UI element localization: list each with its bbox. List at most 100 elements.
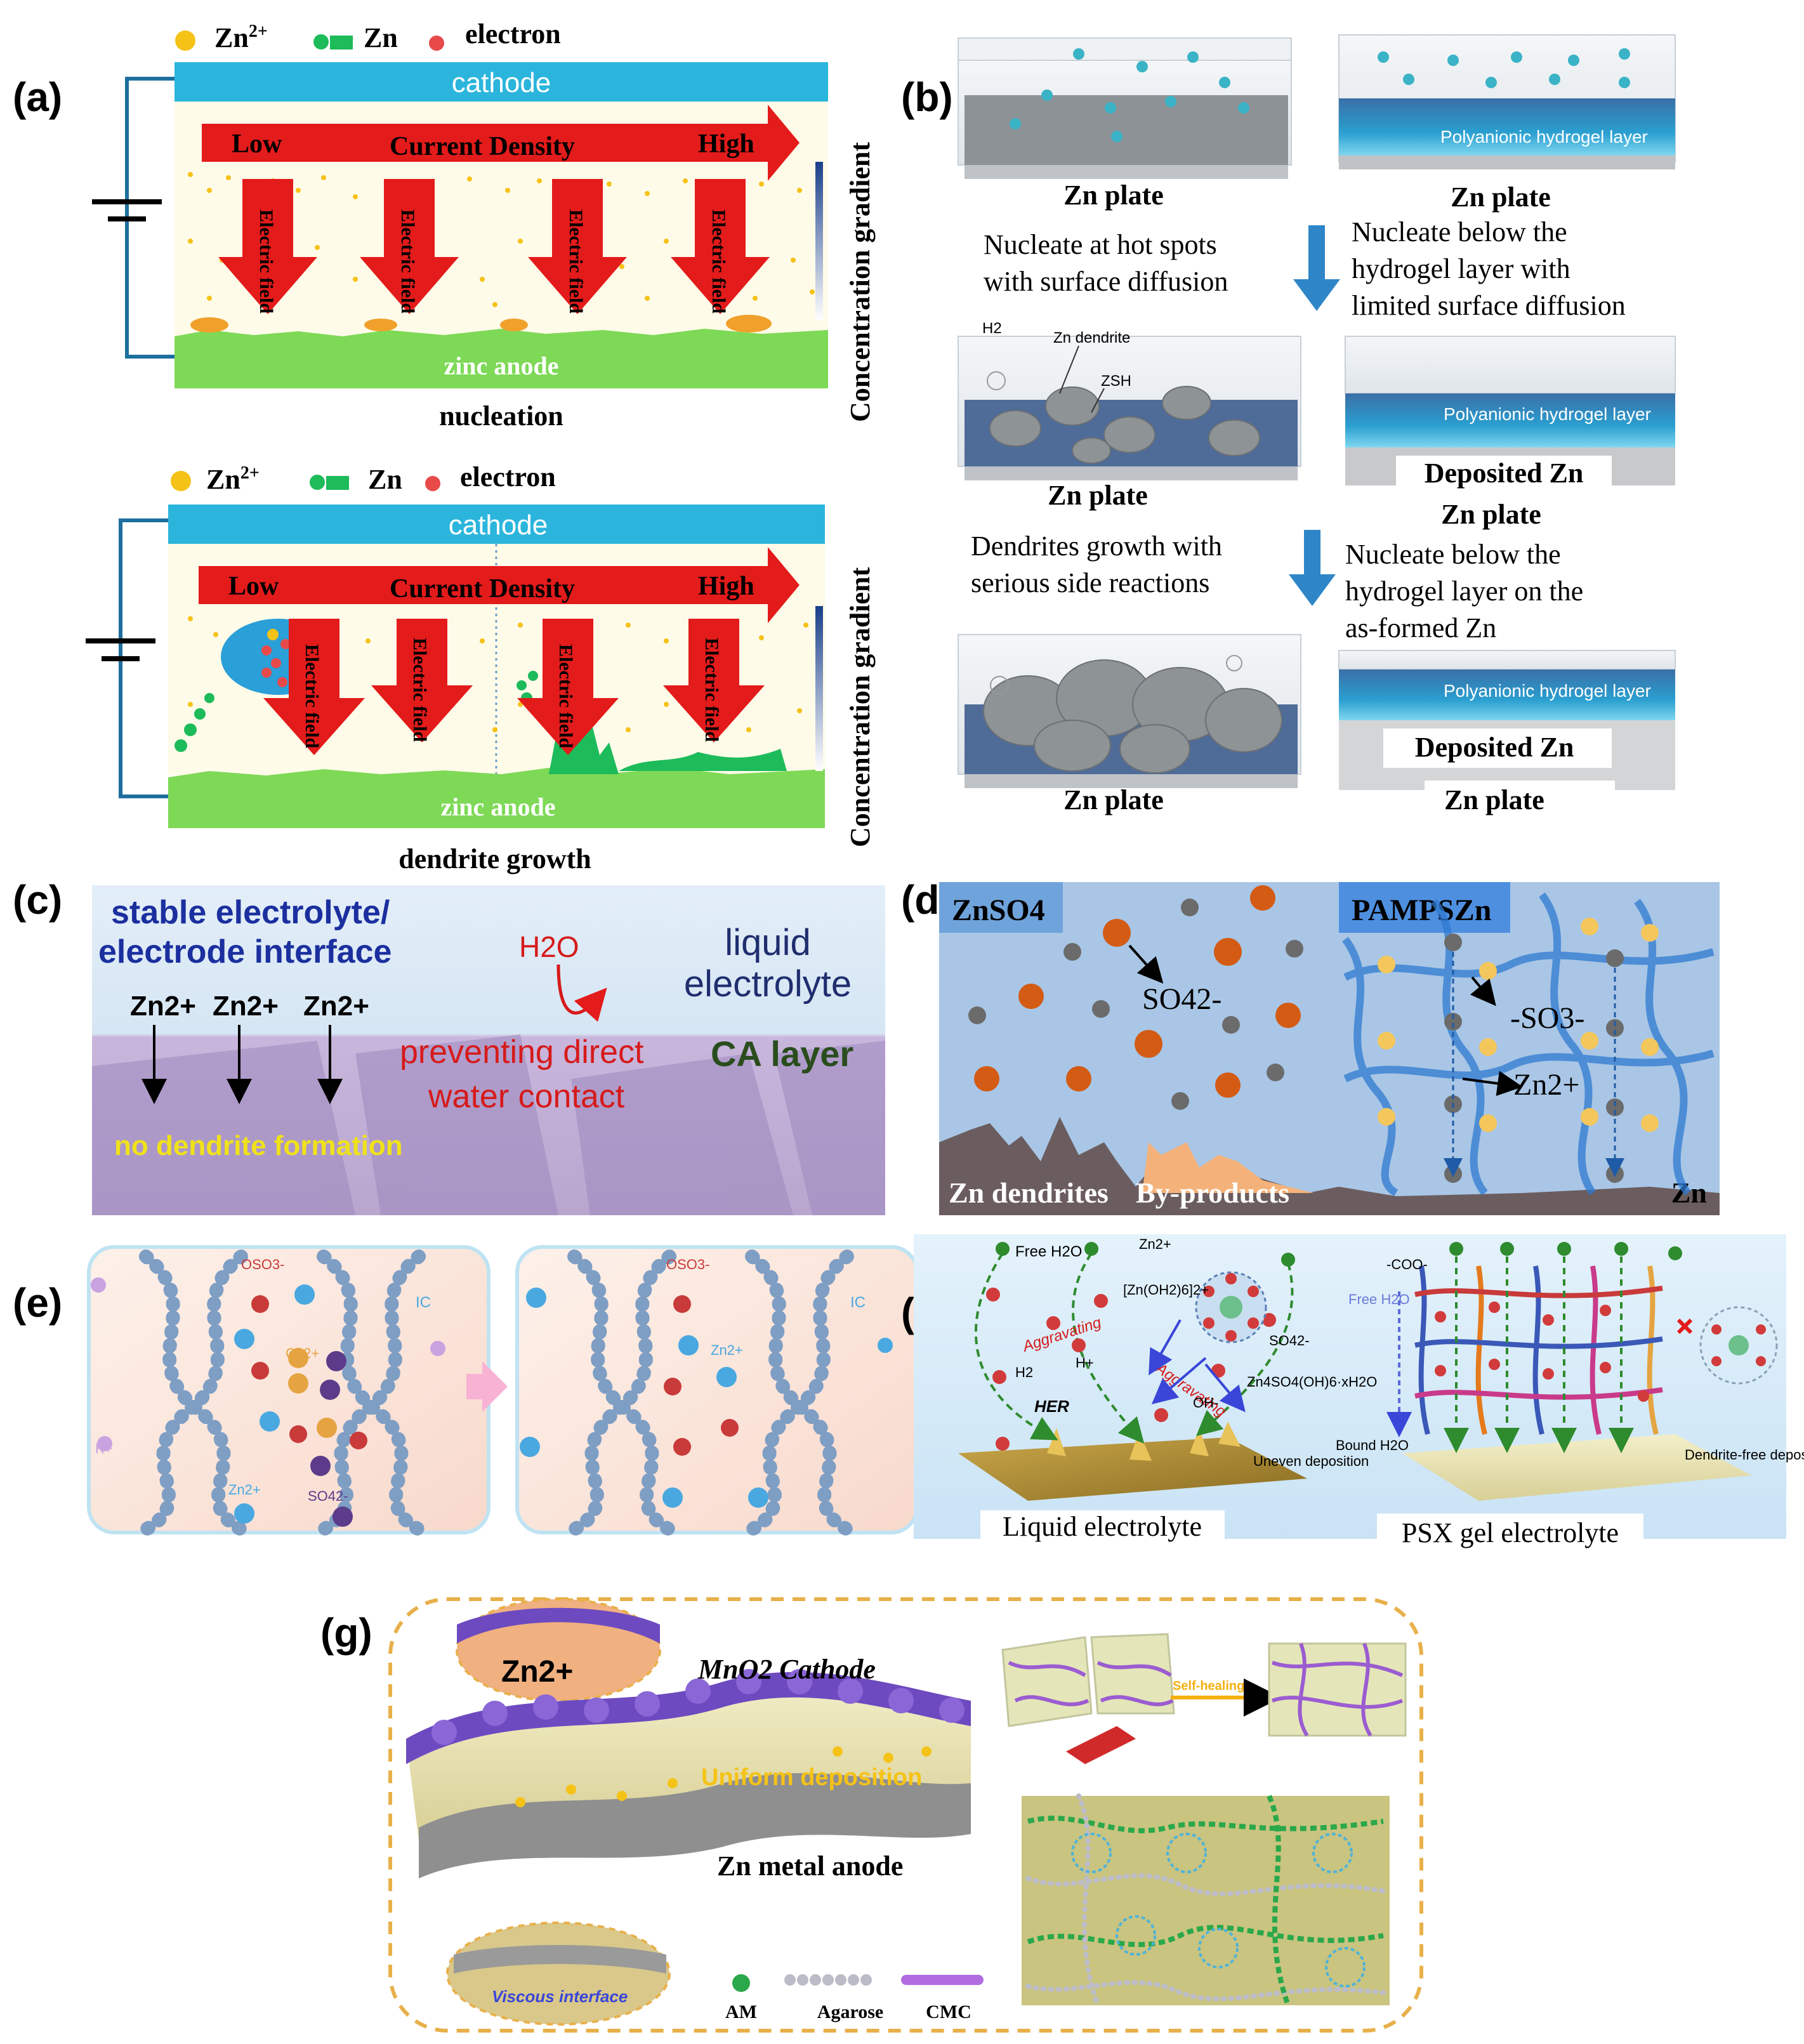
- panel-a-label: (a): [13, 74, 62, 120]
- f-gel-network: [1414, 1265, 1663, 1435]
- g-zoom-bottom: [446, 1922, 671, 2026]
- c-liquid-2: electrolyte: [684, 963, 852, 1005]
- f-zn2: Zn2+: [1139, 1236, 1171, 1252]
- b-deposited-2: Deposited Zn: [1415, 732, 1574, 763]
- concentration-gradient-bar: [815, 162, 823, 320]
- zinc-anode-2: [168, 767, 825, 828]
- f-h-plus: H+: [1076, 1355, 1094, 1371]
- e-ions-left: [91, 1277, 445, 1527]
- f-coo: -COO-: [1386, 1256, 1428, 1272]
- panel-a: (a) Zn2+ Zn electron cathode: [13, 18, 876, 874]
- f-oh: OH-: [1193, 1395, 1218, 1411]
- g-agarose-icon: [784, 1974, 872, 1986]
- dendrite-growth-caption: dendrite growth: [398, 843, 591, 874]
- panel-a-legend-top: Zn2+ Zn electron: [175, 18, 561, 53]
- f-her: HER: [1034, 1397, 1069, 1416]
- zn-legend-icon-2: [310, 475, 325, 490]
- b-box-mid-left: H2 Zn dendrite ZSH Zn plate: [958, 320, 1301, 511]
- field-arrow-1: [218, 179, 317, 314]
- concentration-gradient-bar-2: [815, 606, 823, 771]
- current-low-label-2: Low: [228, 572, 279, 601]
- f-bound-h2o: Bound H2O: [1336, 1437, 1409, 1453]
- c-preventing-1: preventing direct: [400, 1034, 644, 1071]
- legend-zn-ion-2: Zn2+: [206, 463, 260, 495]
- panel-e: (e) OSO3- IC Ca2+ K+ Zn2+ SO42-: [13, 1245, 919, 1536]
- g-knife-icon: [1066, 1726, 1136, 1764]
- field-label-7: Electric field: [555, 644, 576, 748]
- dendrite-branches: [174, 671, 538, 752]
- f-zsh: Zn4SO4(OH)6·xH2O: [1247, 1374, 1377, 1390]
- field-label-8: Electric field: [701, 638, 722, 742]
- zn-ion-legend-icon-2: [171, 471, 191, 491]
- zn-dendrite-spike: [549, 704, 619, 774]
- b-right-text-1c: limited surface diffusion: [1352, 290, 1626, 321]
- b-down-arrow-1: [1293, 225, 1340, 311]
- b-box-top-left: Zn plate: [958, 37, 1292, 211]
- g-hydration-circles: [1071, 1833, 1366, 1988]
- c-h2o: H2O: [519, 930, 579, 963]
- b-right-text-2a: Nucleate below the: [1345, 539, 1561, 570]
- panel-d: (d) ZnSO4 PAMPSZn SO42- Zn dendrites By-…: [901, 877, 1720, 1215]
- panel-g: (g) Zn2+ MnO2 Cathode Uniform deposition…: [320, 1597, 1423, 2033]
- field-arrow-4: [671, 179, 770, 314]
- f-h2: H2: [1015, 1364, 1033, 1380]
- f-so4: SO42-: [1269, 1333, 1310, 1348]
- b-hydrogel-label-3: Polyanionic hydrogel layer: [1444, 681, 1651, 701]
- g-am-icon: [732, 1974, 750, 1992]
- dendrite-growth-schematic: cathode Low Current Density High: [86, 504, 876, 874]
- b-right-text-1a: Nucleate below the: [1352, 216, 1567, 247]
- legend-electron: electron: [465, 18, 561, 49]
- f-right-waters: [1435, 1302, 1649, 1402]
- f-psx: PSX gel electrolyte: [1402, 1517, 1619, 1548]
- b-deposited-1: Deposited Zn: [1425, 458, 1584, 489]
- f-rejected-shell: [1699, 1306, 1778, 1385]
- legend-zn-ion: Zn2+: [214, 22, 268, 53]
- g-zn2: Zn2+: [501, 1655, 573, 1689]
- nucleation-caption: nucleation: [439, 400, 563, 432]
- field-arrow-3: [528, 179, 627, 314]
- e-helix-left: [139, 1249, 426, 1536]
- g-cathode-particles: [431, 1669, 965, 1745]
- g-cmc-icon: [901, 1975, 984, 1985]
- e-ca2: Ca2+: [286, 1345, 319, 1361]
- e-transition-arrow: [466, 1361, 508, 1412]
- field-label-5: Electric field: [301, 644, 322, 748]
- d-znso4-tab: [939, 882, 1063, 933]
- e-oso3-left: OSO3-: [241, 1256, 284, 1272]
- e-oso3-right: OSO3-: [666, 1256, 709, 1272]
- b-h2-label: H2: [982, 320, 1002, 337]
- f-free-h2o-right: Free H2O: [1348, 1291, 1410, 1307]
- b-right-text-2b: hydrogel layer on the: [1345, 576, 1583, 607]
- b-zn-plate-2: Zn plate: [1451, 181, 1551, 213]
- d-ions-right: [1378, 918, 1659, 1183]
- zinc-anode-label-2: zinc anode: [440, 793, 555, 821]
- b-hydrogel-label-1: Polyanionic hydrogel layer: [1440, 127, 1648, 147]
- f-gel-plate: [1402, 1434, 1751, 1501]
- zn-legend-bar-2: [326, 476, 349, 490]
- f-zn-center: [1220, 1296, 1242, 1319]
- f-free-h2o: Free H2O: [1015, 1243, 1082, 1260]
- hydrogel-layer-2: [1345, 393, 1675, 447]
- b-left-text-1a: Nucleate at hot spots: [984, 229, 1217, 260]
- d-so3: -SO3-: [1510, 1001, 1584, 1035]
- b-right-text-1b: hydrogel layer with: [1352, 253, 1570, 284]
- zn-legend-icon: [313, 34, 329, 49]
- f-liquid-plate: [958, 1437, 1307, 1501]
- b-zn-plate-6: Zn plate: [1444, 784, 1544, 815]
- g-viscous: Viscous interface: [492, 1987, 628, 2006]
- legend-zn-2: Zn: [368, 464, 402, 495]
- field-label-6: Electric field: [409, 638, 430, 742]
- g-self-healing-after: [1268, 1642, 1407, 1737]
- f-uneven: Uneven deposition: [1253, 1453, 1369, 1469]
- b-left-text-2a: Dendrites growth with: [971, 531, 1222, 562]
- electron-legend-icon: [429, 36, 444, 51]
- zn-legend-bar: [330, 36, 353, 49]
- c-ca-layer: CA layer: [711, 1034, 853, 1074]
- panel-c: (c) stable electrolyte/ electrode interf…: [13, 877, 885, 1215]
- b-box-bottom-right: Polyanionic hydrogel layer Deposited Zn …: [1338, 650, 1676, 815]
- nucleation-schematic: cathode zinc anode Low Current Density H…: [92, 62, 876, 432]
- zinc-anode: [174, 329, 828, 388]
- panel-b-label: (b): [901, 74, 953, 120]
- field-label-4: Electric field: [708, 209, 729, 313]
- c-no-dendrite: no dendrite formation: [114, 1130, 403, 1161]
